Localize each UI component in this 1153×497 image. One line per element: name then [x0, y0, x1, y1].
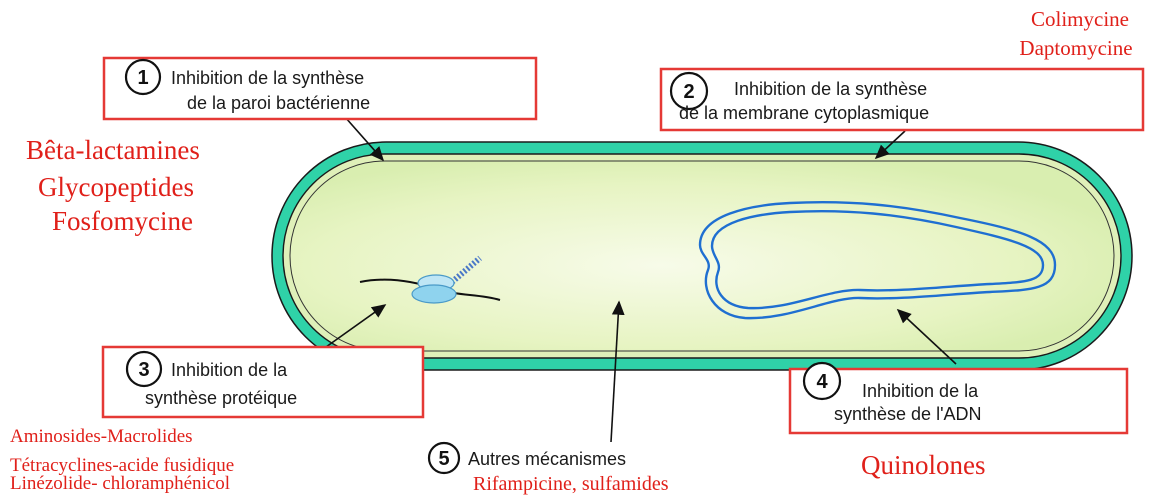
mechanism-line2: de la paroi bactérienne	[187, 93, 370, 113]
mechanism-number: 1	[137, 67, 148, 89]
mechanism-box-3: 3 Inhibition de la synthèse protéique	[103, 347, 423, 417]
mechanism-line1: Inhibition de la synthèse	[734, 79, 927, 99]
mechanism-box-1: 1 Inhibition de la synthèse de la paroi …	[104, 58, 536, 119]
drug-label: Fosfomycine	[52, 206, 193, 236]
mechanism-line1: Inhibition de la	[862, 381, 979, 401]
drugs-protein: Aminosides-Macrolides Tétracyclines-acid…	[10, 426, 234, 494]
drug-label: Colimycine	[1031, 7, 1129, 31]
drug-label: Bêta-lactamines	[26, 135, 200, 165]
mechanism-line2: de la membrane cytoplasmique	[679, 103, 929, 123]
drugs-wall: Bêta-lactamines Glycopeptides Fosfomycin…	[26, 135, 200, 236]
mechanism-line1: Inhibition de la	[171, 360, 288, 380]
drug-label-dna: Quinolones	[861, 450, 986, 480]
drug-label-other: Rifampicine, sulfamides	[473, 473, 669, 495]
mechanism-line2: synthèse protéique	[145, 388, 297, 408]
mechanism-line2: synthèse de l'ADN	[834, 404, 982, 424]
mechanism-number: 5	[438, 448, 449, 470]
drug-label: Aminosides-Macrolides	[10, 426, 193, 447]
drugs-membrane: Colimycine Daptomycine	[1019, 7, 1132, 60]
drug-label: Daptomycine	[1019, 36, 1132, 60]
mechanism-line1: Autres mécanismes	[468, 449, 626, 469]
mechanism-number: 2	[683, 81, 694, 103]
bacterium-cell	[272, 142, 1132, 370]
mechanism-line1: Inhibition de la synthèse	[171, 68, 364, 88]
mechanism-number: 4	[816, 371, 828, 393]
drug-label: Glycopeptides	[38, 172, 194, 202]
mechanism-box-2: 2 Inhibition de la synthèse de la membra…	[661, 69, 1143, 130]
cytoplasm	[290, 161, 1114, 351]
mechanism-number: 3	[138, 359, 149, 381]
mechanism-box-4: 4 Inhibition de la synthèse de l'ADN	[790, 363, 1127, 433]
drug-label: Linézolide- chloramphénicol	[10, 473, 230, 494]
mechanism-5: 5 Autres mécanismes	[429, 443, 626, 473]
